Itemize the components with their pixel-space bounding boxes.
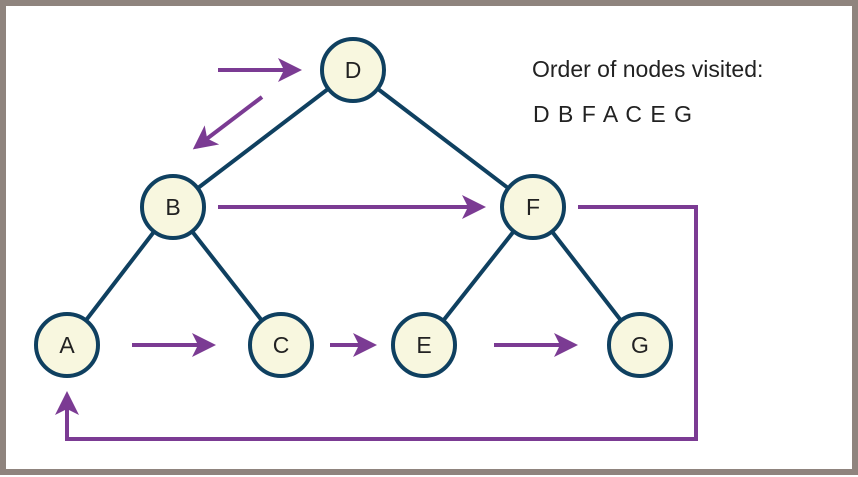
- node-circle: [140, 174, 206, 240]
- node-circle: [500, 174, 566, 240]
- edge-D-F: [351, 68, 535, 209]
- node-label: A: [59, 332, 75, 358]
- node-label: E: [416, 332, 431, 358]
- node-label: B: [165, 194, 180, 220]
- node-circle: [607, 312, 673, 378]
- node-label: D: [345, 57, 362, 83]
- node-circle: [34, 312, 100, 378]
- node-label: G: [631, 332, 649, 358]
- node-A: A: [34, 312, 100, 378]
- order-title: Order of nodes visited:: [532, 56, 764, 82]
- node-label: C: [273, 332, 290, 358]
- node-label: F: [526, 194, 540, 220]
- node-E: E: [391, 312, 457, 378]
- traversal-arrow-F-to-A: [55, 205, 698, 441]
- node-C: C: [248, 312, 314, 378]
- node-circle: [320, 37, 386, 103]
- order-sequence: D B F A C E G: [533, 101, 693, 127]
- traversal-arrows: [55, 58, 698, 441]
- tree-nodes: D B F A C E G: [34, 37, 673, 378]
- node-circle: [248, 312, 314, 378]
- node-B: B: [140, 174, 206, 240]
- node-G: G: [607, 312, 673, 378]
- node-circle: [391, 312, 457, 378]
- edge-D-B: [171, 68, 355, 209]
- node-F: F: [500, 174, 566, 240]
- node-D: D: [320, 37, 386, 103]
- traversal-arrow-D-to-B: [192, 95, 264, 150]
